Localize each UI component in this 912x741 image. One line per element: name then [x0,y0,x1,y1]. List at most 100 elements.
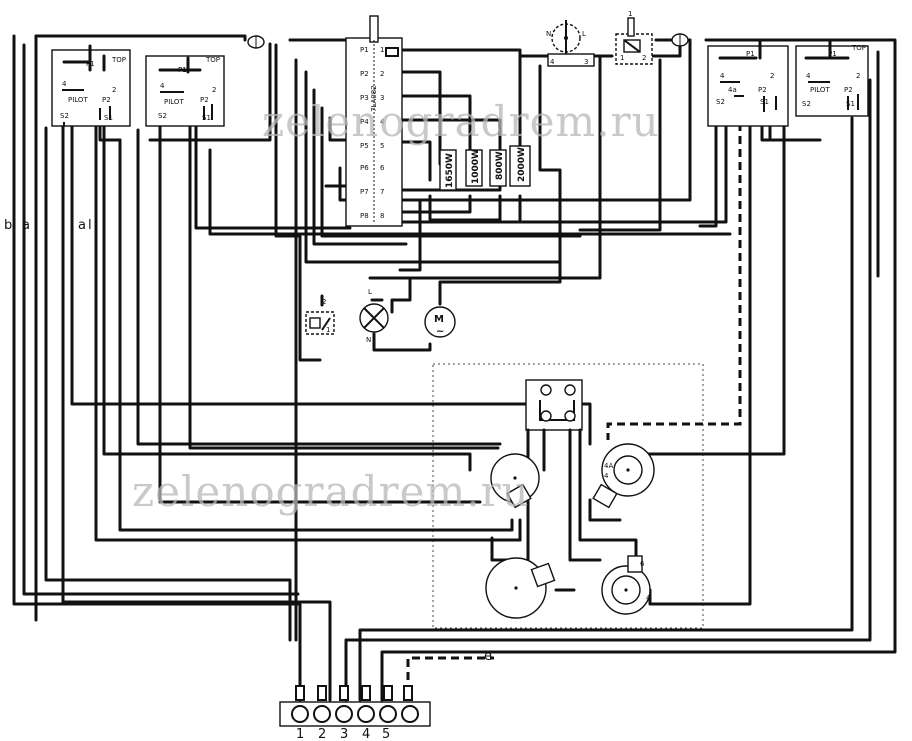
hob-connector [530,562,556,588]
rotary-switch: P1 P2 P3 P4 P5 P6 P7 P8 1 2 3 4 5 6 7 8 … [345,15,403,227]
edge-label-l: l [88,218,92,233]
label-top: TOP [111,56,126,64]
label-p2: P2 [200,96,209,104]
label-2: 2 [856,72,860,80]
resistor-bank: 1650W 1000W 800W 2000W [439,145,531,191]
hob-burner-bottom-left [485,557,547,619]
label-pilot: PILOT [810,86,830,94]
label-tilde: ~ [436,326,444,337]
resistor-1650w: 1650W [445,153,455,188]
label-2: 2 [770,72,774,80]
pin-7: 7 [380,188,384,196]
thermostat: N L 4 3 [546,20,595,67]
pin-p3: P3 [360,94,369,102]
pilot-block-1: P1 TOP 4 PILOT P2 2 S2 S1 [51,44,131,127]
label-p1: P1 [178,66,187,74]
switch-code: 7LA082 [370,85,378,112]
hob-label-6: 6 [640,560,645,568]
wires-left [12,34,732,702]
edge-label-a: a [22,218,30,233]
label-4: 4 [806,72,811,80]
hob-terminals [540,384,576,422]
pin-p5: P5 [360,142,369,150]
edge-label-a2: a [78,218,86,233]
label-2: 2 [112,86,116,94]
label-p2: P2 [102,96,111,104]
edge-label-e: e [484,649,492,664]
label-s1: S1 [202,114,211,122]
label-4: 4 [550,58,555,66]
hob-connector [627,555,643,573]
label-1: 1 [326,326,330,334]
pin-p2: P2 [360,70,369,78]
terminal-4: 4 [362,727,370,741]
label-s2: S2 [60,112,69,120]
terminal-3: 3 [340,727,348,741]
label-pilot: PILOT [164,98,184,106]
pilot-block-4: P1 TOP 4 PILOT P2 2 S2 S1 [795,42,869,117]
label-4: 4 [720,72,725,80]
resistor-800w: 800W [495,151,505,180]
label-n: N [546,30,551,38]
pin-5: 5 [380,142,384,150]
label-3: 3 [584,58,588,66]
terminal-1: 1 [296,727,304,741]
pin-p4: P4 [360,118,369,126]
hob-label-4: 4 [604,472,609,480]
terminal-2: 2 [318,727,326,741]
hob-burner-bottom-right [601,565,651,615]
hob-connector [592,483,618,509]
label-s2: S2 [802,100,811,108]
hob-label-4b: 4 [646,594,651,602]
pin-p1: P1 [360,46,369,54]
pin-4: 4 [380,118,385,126]
label-p1: P1 [746,50,755,58]
pilot-block-2: P1 TOP 4 PILOT P2 2 S2 S1 [145,55,225,127]
dashed-wire-earth [406,656,494,680]
hob-connector [506,483,532,509]
label-l: L [582,30,586,38]
edge-label-b: b [4,218,12,233]
label-p1: P1 [828,50,837,58]
watermark-bottom: zelenogradrem.ru [132,467,530,516]
label-4: 4 [62,80,67,88]
label-2: 2 [212,86,216,94]
hob-outline [432,363,704,629]
label-top: TOP [205,56,220,64]
label-4a: 4a [728,86,737,94]
pin-1: 1 [380,46,384,54]
pin-8: 8 [380,212,384,220]
label-s2: S2 [716,98,725,106]
resistor-2000w: 2000W [517,147,527,182]
pin-p8: P8 [360,212,369,220]
pin-6: 6 [380,164,385,172]
terminal-5: 5 [382,727,390,741]
dashed-wire-right [606,110,742,440]
label-pilot: PILOT [68,96,88,104]
label-n: N [366,336,371,344]
label-2: 2 [322,298,326,306]
pin-2: 2 [380,70,384,78]
label-2: 2 [642,54,646,62]
label-top-1: 1 [628,10,632,18]
pilot-block-3: P1 4 4a P2 2 S2 S1 [707,42,789,127]
label-s1: S1 [846,100,855,108]
label-p2: P2 [758,86,767,94]
motor: M ~ [424,306,456,338]
label-m: M [434,314,444,325]
watermark-top: zelenogradrem.ru [262,97,660,146]
label-p1: P1 [86,60,95,68]
wires-right [344,38,897,702]
label-s1: S1 [104,114,113,122]
small-switch: 2 1 [305,298,335,335]
pin-p7: P7 [360,188,369,196]
hob-label-4a: 4A [604,462,613,470]
label-l: L [368,288,372,296]
pin-p6: P6 [360,164,369,172]
label-p2: P2 [844,86,853,94]
pin-3: 3 [380,94,384,102]
label-s2: S2 [158,112,167,120]
top-fuses [247,33,689,49]
hob-burner-top-right [601,443,655,497]
